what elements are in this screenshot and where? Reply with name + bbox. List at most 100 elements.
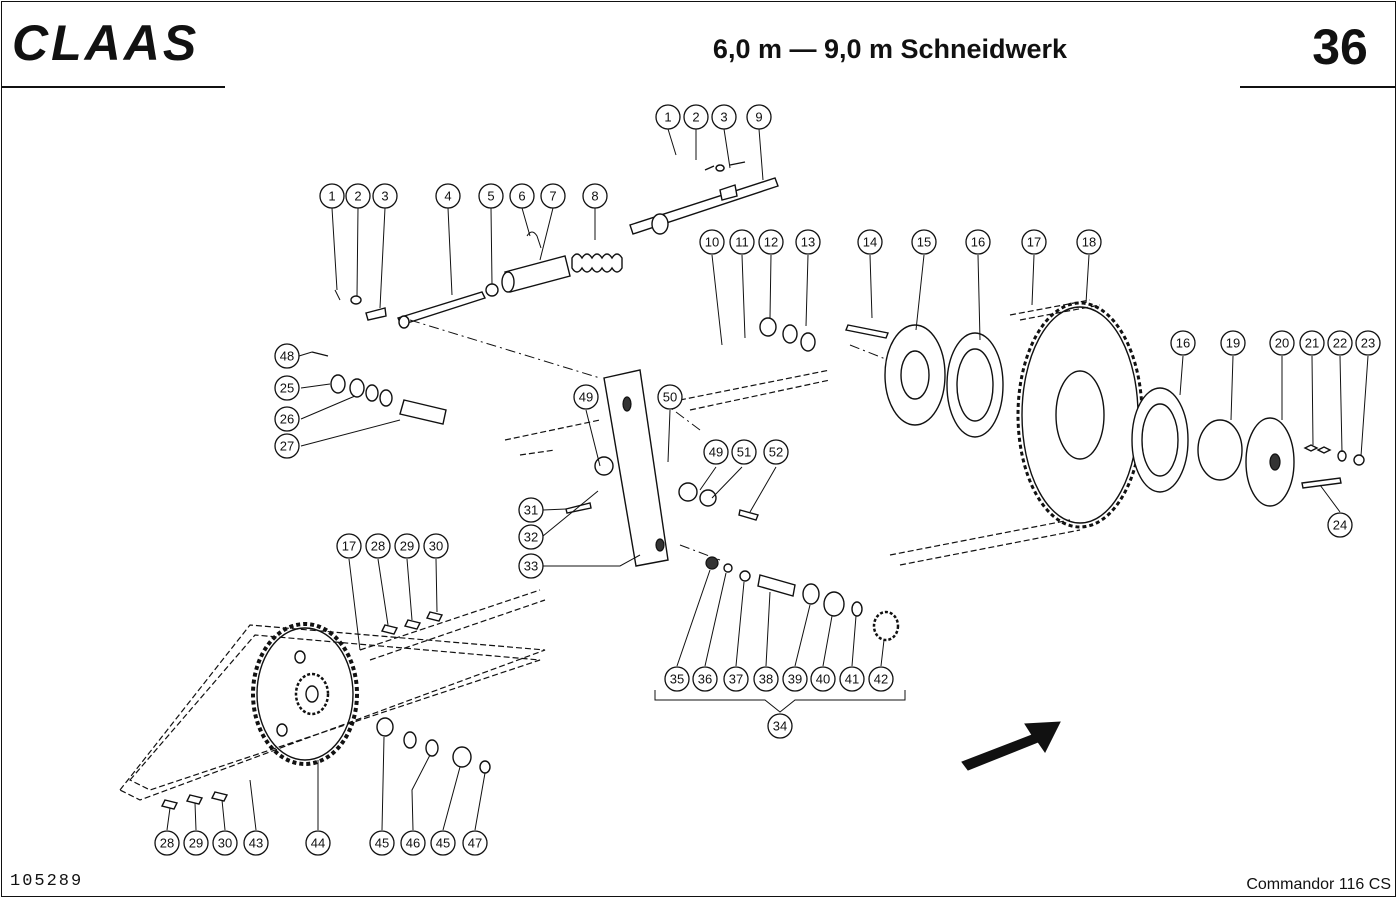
drive-sprocket-drawing xyxy=(759,299,1365,566)
callout-3-top: 3 xyxy=(711,104,737,130)
svg-text:38: 38 xyxy=(759,672,773,687)
svg-text:37: 37 xyxy=(729,672,743,687)
callout-48: 48 xyxy=(274,343,300,369)
machine-model: Commandor 116 CS xyxy=(1246,876,1391,893)
svg-text:48: 48 xyxy=(280,349,294,364)
mounting-plate-drawing xyxy=(504,369,831,567)
svg-text:28: 28 xyxy=(371,539,385,554)
callout-5: 5 xyxy=(478,183,504,209)
callout-36: 36 xyxy=(692,666,718,692)
svg-text:7: 7 xyxy=(549,189,556,204)
svg-text:27: 27 xyxy=(280,439,294,454)
callout-29-lower: 29 xyxy=(183,830,209,856)
page-number: 36 xyxy=(1312,19,1368,75)
callout-2: 2 xyxy=(345,183,371,209)
svg-text:46: 46 xyxy=(406,836,420,851)
svg-text:18: 18 xyxy=(1082,235,1096,250)
callout-13: 13 xyxy=(795,229,821,255)
svg-text:10: 10 xyxy=(705,235,719,250)
svg-text:8: 8 xyxy=(591,189,598,204)
svg-text:24: 24 xyxy=(1333,518,1347,533)
callout-46: 46 xyxy=(400,830,426,856)
page-title: 6,0 m — 9,0 m Schneidwerk xyxy=(712,34,1068,64)
svg-text:6: 6 xyxy=(518,189,525,204)
svg-text:26: 26 xyxy=(280,412,294,427)
callout-18: 18 xyxy=(1076,229,1102,255)
svg-text:16: 16 xyxy=(1176,336,1190,351)
idler-assembly-drawing xyxy=(705,556,900,642)
svg-text:3: 3 xyxy=(720,110,727,125)
callout-52: 52 xyxy=(763,439,789,465)
callout-4: 4 xyxy=(435,183,461,209)
callout-45-second: 45 xyxy=(430,830,456,856)
callout-leader-lines xyxy=(166,128,1369,831)
brand-logo: CLAAS xyxy=(12,15,199,70)
svg-text:41: 41 xyxy=(845,672,859,687)
svg-text:12: 12 xyxy=(764,235,778,250)
svg-text:39: 39 xyxy=(788,672,802,687)
callout-16-right: 16 xyxy=(1170,330,1196,356)
callout-10: 10 xyxy=(699,229,725,255)
svg-text:9: 9 xyxy=(755,110,762,125)
svg-text:44: 44 xyxy=(311,836,325,851)
svg-text:30: 30 xyxy=(429,539,443,554)
callout-45: 45 xyxy=(369,830,395,856)
callout-44: 44 xyxy=(305,830,331,856)
svg-text:47: 47 xyxy=(468,836,482,851)
callout-28-upper: 28 xyxy=(365,533,391,559)
svg-text:16: 16 xyxy=(971,235,985,250)
svg-text:49: 49 xyxy=(579,390,593,405)
svg-text:15: 15 xyxy=(917,235,931,250)
svg-text:23: 23 xyxy=(1361,336,1375,351)
callout-28-lower: 28 xyxy=(154,830,180,856)
top-shaft-drawing xyxy=(629,161,779,235)
svg-text:42: 42 xyxy=(874,672,888,687)
callout-37: 37 xyxy=(723,666,749,692)
svg-text:28: 28 xyxy=(160,836,174,851)
svg-text:21: 21 xyxy=(1305,336,1319,351)
callout-26: 26 xyxy=(274,406,300,432)
header-rule-right xyxy=(1240,86,1396,88)
callout-43: 43 xyxy=(243,830,269,856)
callout-17-lower: 17 xyxy=(336,533,362,559)
callout-33: 33 xyxy=(518,553,544,579)
callout-31: 31 xyxy=(518,497,544,523)
svg-text:13: 13 xyxy=(801,235,815,250)
axis-lines xyxy=(409,319,889,561)
svg-text:34: 34 xyxy=(773,719,787,734)
callout-49: 49 xyxy=(573,384,599,410)
callout-34: 34 xyxy=(767,713,793,739)
callout-29-upper: 29 xyxy=(394,533,420,559)
svg-text:49: 49 xyxy=(709,445,723,460)
svg-text:31: 31 xyxy=(524,503,538,518)
callout-23: 23 xyxy=(1355,330,1381,356)
callout-27: 27 xyxy=(274,433,300,459)
svg-text:20: 20 xyxy=(1275,336,1289,351)
svg-text:19: 19 xyxy=(1226,336,1240,351)
callout-39: 39 xyxy=(782,666,808,692)
svg-text:29: 29 xyxy=(400,539,414,554)
callout-51: 51 xyxy=(731,439,757,465)
callout-32: 32 xyxy=(518,524,544,550)
callout-17: 17 xyxy=(1021,229,1047,255)
svg-text:33: 33 xyxy=(524,559,538,574)
svg-text:52: 52 xyxy=(769,445,783,460)
svg-text:4: 4 xyxy=(444,189,451,204)
callout-49-right: 49 xyxy=(703,439,729,465)
callout-38: 38 xyxy=(753,666,779,692)
svg-text:17: 17 xyxy=(342,539,356,554)
svg-text:50: 50 xyxy=(663,390,677,405)
callout-14: 14 xyxy=(857,229,883,255)
callout-42: 42 xyxy=(868,666,894,692)
svg-text:11: 11 xyxy=(735,235,749,250)
brand-logo-text: CLAAS xyxy=(12,15,199,70)
svg-text:1: 1 xyxy=(664,110,671,125)
svg-text:14: 14 xyxy=(863,235,877,250)
callout-21: 21 xyxy=(1299,330,1325,356)
callout-8: 8 xyxy=(582,183,608,209)
callout-25: 25 xyxy=(274,375,300,401)
callout-30-lower: 30 xyxy=(212,830,238,856)
callout-15: 15 xyxy=(911,229,937,255)
